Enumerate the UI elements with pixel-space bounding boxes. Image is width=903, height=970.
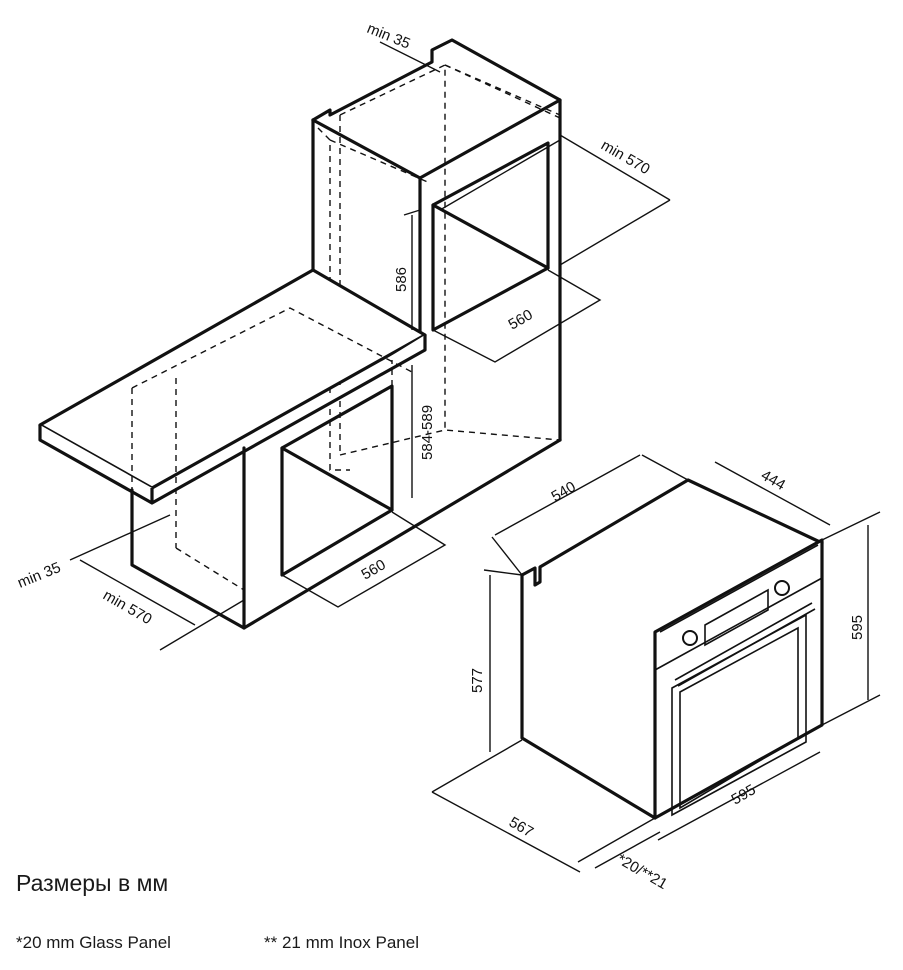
installation-diagram: min 35 min 570 586 560 584-589 560 min 3… bbox=[15, 20, 881, 893]
oven bbox=[520, 478, 824, 820]
dim-540: 540 bbox=[549, 478, 579, 505]
dim-595-height: 595 bbox=[849, 615, 866, 640]
glass-panel-note: *20 mm Glass Panel bbox=[16, 933, 171, 952]
dim-panel: *20/**21 bbox=[614, 851, 670, 893]
dim-min35-left: min 35 bbox=[15, 559, 63, 592]
units-caption: Размеры в мм bbox=[16, 870, 169, 896]
dim-560-lower: 560 bbox=[359, 556, 389, 583]
inox-panel-note: ** 21 mm Inox Panel bbox=[264, 933, 419, 952]
dim-567: 567 bbox=[506, 814, 536, 841]
dim-560-upper: 560 bbox=[506, 306, 536, 333]
dim-595-width: 595 bbox=[729, 781, 759, 808]
dim-586: 586 bbox=[393, 267, 410, 292]
dim-min570-top: min 570 bbox=[598, 137, 653, 178]
dim-min570-left: min 570 bbox=[100, 587, 155, 628]
dim-584-589: 584-589 bbox=[419, 405, 436, 460]
dim-min35-top: min 35 bbox=[365, 20, 413, 53]
column-cabinet bbox=[311, 38, 562, 471]
dim-444: 444 bbox=[758, 467, 788, 494]
base-cabinet bbox=[130, 360, 562, 630]
countertop bbox=[38, 268, 427, 548]
dim-577: 577 bbox=[469, 668, 486, 693]
